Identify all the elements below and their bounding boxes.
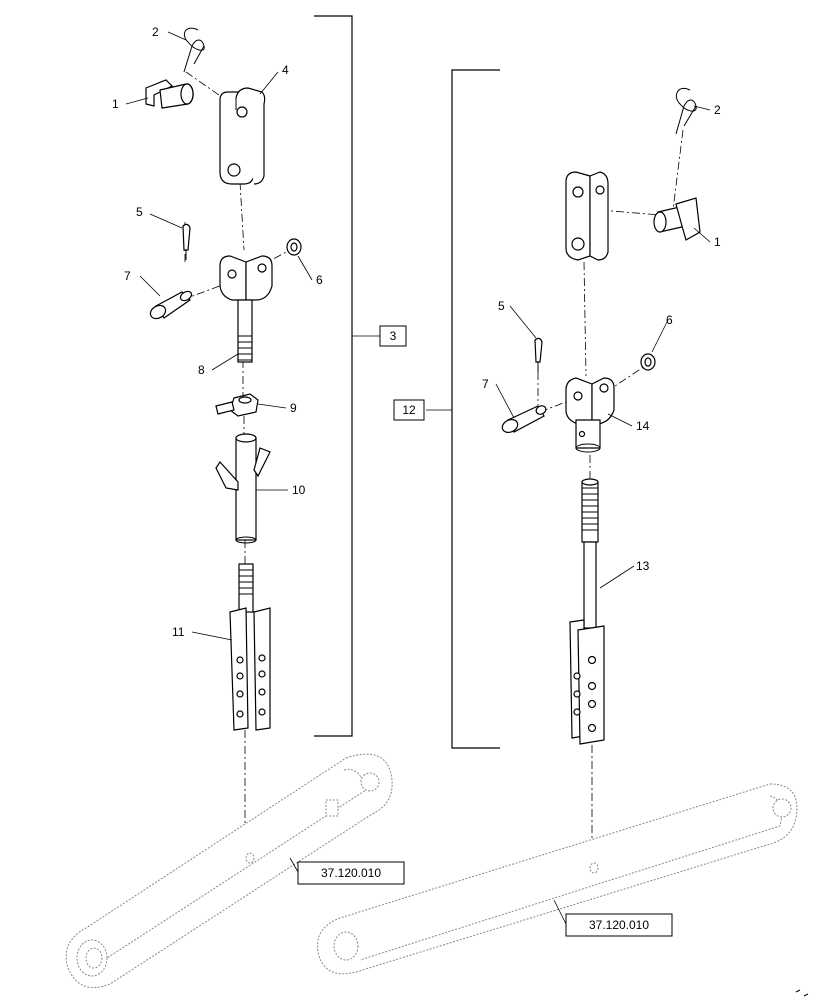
left-tube-part bbox=[215, 433, 271, 544]
callout-right-rod: 13 bbox=[636, 559, 650, 573]
callout-left-tube: 10 bbox=[292, 483, 306, 497]
right-rod-part bbox=[569, 478, 605, 745]
section-ref-left-arm[interactable]: 37.120.010 bbox=[297, 861, 405, 885]
left-washer-part bbox=[286, 238, 302, 256]
callout-right-yoke: 14 bbox=[636, 419, 650, 433]
callout-right-pin: 7 bbox=[482, 377, 489, 391]
right-upper-yoke-part bbox=[565, 171, 609, 261]
right-yoke-part bbox=[565, 377, 615, 453]
right-assembly-centerline bbox=[537, 129, 684, 868]
leader-lines bbox=[125, 31, 711, 925]
right-assembly-bracket bbox=[451, 69, 500, 749]
left-nut-part bbox=[215, 393, 259, 417]
assembly-ref-3[interactable]: 3 bbox=[379, 325, 407, 347]
left-threaded-yoke-part bbox=[219, 255, 273, 363]
callout-left-upper-yoke: 4 bbox=[282, 63, 289, 77]
callout-left-pin: 7 bbox=[124, 269, 131, 283]
right-lower-arm-part bbox=[316, 783, 798, 975]
callout-right-cotter: 5 bbox=[498, 299, 505, 313]
right-cotter-pin-part bbox=[534, 337, 543, 372]
callout-right-r-clip: 2 bbox=[714, 103, 721, 117]
left-pin-clip-part bbox=[145, 79, 194, 109]
assembly-ref-3-label: 3 bbox=[390, 329, 397, 343]
callout-right-pin-clip: 1 bbox=[714, 235, 721, 249]
left-clevis-pin-part bbox=[149, 290, 193, 320]
callout-labels: 2 1 4 5 6 7 8 9 10 11 2 1 5 6 7 14 13 bbox=[112, 25, 721, 639]
callout-left-cotter: 5 bbox=[136, 205, 143, 219]
left-r-clip-part bbox=[183, 27, 205, 73]
right-pin-clip-part bbox=[653, 197, 701, 241]
left-lower-arm-part bbox=[65, 753, 393, 988]
callout-left-nut: 9 bbox=[290, 401, 297, 415]
right-washer-part bbox=[640, 353, 656, 371]
right-r-clip-part bbox=[675, 88, 697, 135]
callout-left-lower-link: 11 bbox=[172, 625, 185, 639]
callout-left-washer: 6 bbox=[316, 273, 323, 287]
callout-left-threaded-yoke: 8 bbox=[198, 363, 205, 377]
right-clevis-pin-part bbox=[501, 405, 547, 434]
section-ref-right-arm-label: 37.120.010 bbox=[589, 918, 649, 932]
callout-left-r-clip: 2 bbox=[152, 25, 159, 39]
assembly-ref-12-label: 12 bbox=[402, 403, 416, 417]
callout-left-pin-clip: 1 bbox=[112, 97, 119, 111]
section-ref-left-arm-label: 37.120.010 bbox=[321, 866, 381, 880]
assembly-ref-12[interactable]: 12 bbox=[393, 399, 425, 421]
section-ref-right-arm[interactable]: 37.120.010 bbox=[565, 913, 673, 937]
stray-mark bbox=[795, 989, 809, 997]
left-assembly-bracket bbox=[314, 15, 353, 737]
callout-right-washer: 6 bbox=[666, 313, 673, 327]
left-upper-yoke-part bbox=[219, 87, 266, 185]
left-lower-link-part bbox=[229, 563, 271, 731]
left-cotter-pin-part bbox=[182, 223, 191, 260]
